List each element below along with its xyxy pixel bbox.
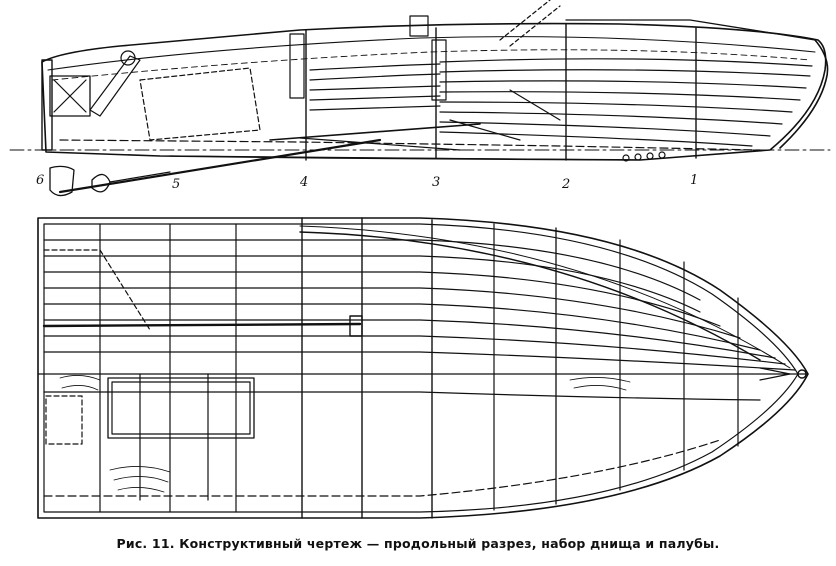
frame-label-3: 3 (432, 175, 440, 190)
frame-label-4: 4 (299, 175, 308, 190)
hull-plan-outline (37, 217, 809, 519)
frame-number-labels: 6 5 4 3 2 1 (36, 173, 698, 192)
frame-label-1: 1 (690, 173, 698, 188)
frame-label-5: 5 (172, 177, 180, 192)
frame-label-6: 6 (36, 173, 44, 188)
hull-profile (41, 22, 827, 161)
frame-label-2: 2 (561, 177, 570, 192)
longitudinal-section (9, 0, 831, 197)
boat-construction-drawing: 6 5 4 3 2 1 (9, 0, 831, 519)
figure-caption: Рис. 11. Конструктивный чертеж — продоль… (116, 536, 720, 551)
plan-view (37, 217, 809, 519)
